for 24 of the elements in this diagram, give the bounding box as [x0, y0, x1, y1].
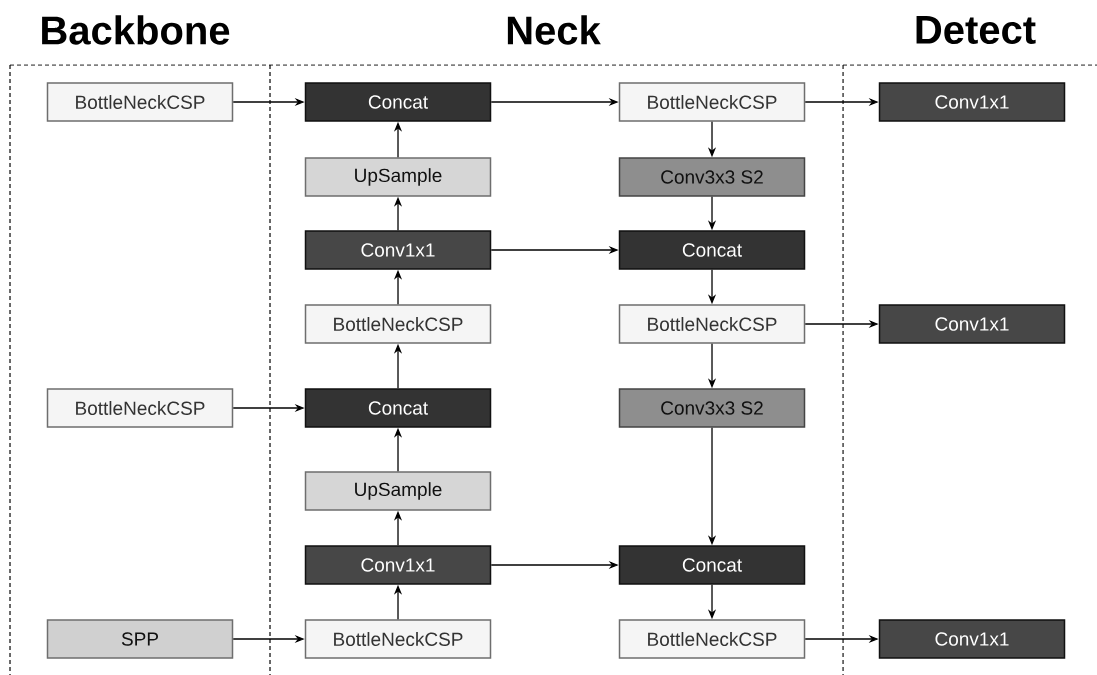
block-box: Conv1x1 [304, 230, 492, 270]
block-box: Conv1x1 [878, 82, 1066, 122]
block-box: BottleNeckCSP [618, 82, 806, 122]
block-box: BottleNeckCSP [46, 388, 234, 428]
column-heading: Neck [507, 15, 601, 45]
block-box: Conv3x3 S2 [618, 157, 806, 197]
block-box: BottleNeckCSP [304, 619, 492, 659]
block-box: Concat [304, 82, 492, 122]
block-box: Conv3x3 S2 [618, 388, 806, 428]
block-box: BottleNeckCSP [618, 619, 806, 659]
column-heading: Backbone [42, 15, 230, 45]
block-box: BottleNeckCSP [618, 304, 806, 344]
block-box: Conv1x1 [304, 545, 492, 585]
block-box: Conv1x1 [878, 304, 1066, 344]
block-box: BottleNeckCSP [304, 304, 492, 344]
block-box: BottleNeckCSP [46, 82, 234, 122]
column-heading: Detect [916, 16, 1036, 44]
block-box: SPP [46, 619, 234, 659]
block-box: UpSample [304, 157, 492, 197]
block-box: UpSample [304, 471, 492, 511]
block-box: Concat [618, 230, 806, 270]
block-box: Concat [304, 388, 492, 428]
block-box: Concat [618, 545, 806, 585]
block-box: Conv1x1 [878, 619, 1066, 659]
